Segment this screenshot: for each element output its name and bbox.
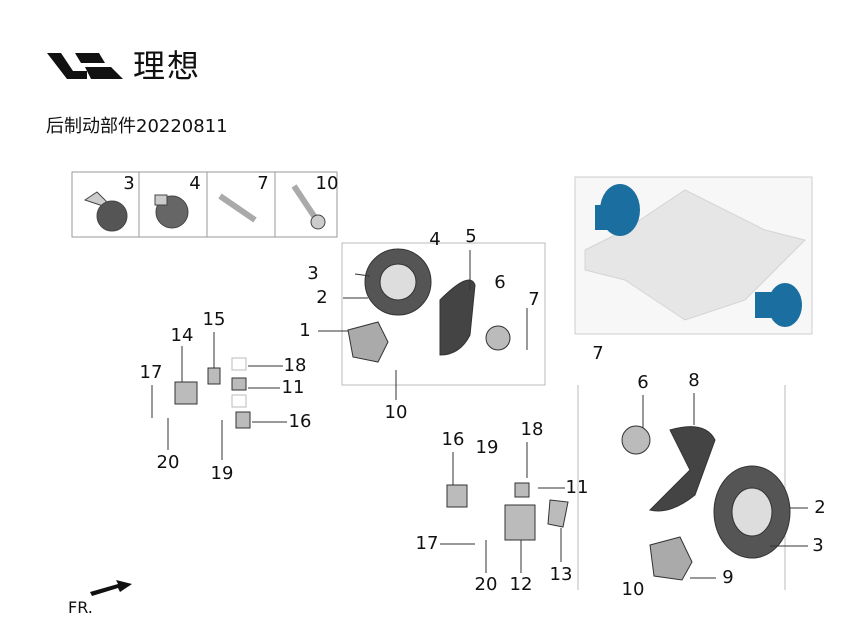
callout-center-16: 16 [441, 429, 465, 450]
callout-right-8: 8 [688, 370, 700, 391]
callout-fastener-10: 10 [315, 173, 339, 194]
left-caliper-parts [151, 332, 287, 460]
callout-left-18: 18 [283, 355, 307, 376]
main-assembly-box [341, 242, 546, 386]
callout-fastener-7: 7 [257, 173, 269, 194]
brand-header: 理想 [47, 50, 201, 82]
callout-main-2: 2 [316, 287, 328, 308]
callout-left-19: 19 [210, 463, 234, 484]
callout-center-17: 17 [415, 533, 439, 554]
callout-right-3: 3 [812, 535, 824, 556]
callout-main-1: 1 [299, 320, 311, 341]
center-caliper-parts [440, 442, 569, 573]
callout-main-10: 10 [384, 402, 408, 423]
callout-fastener-4: 4 [189, 173, 201, 194]
callout-main-4: 4 [429, 229, 441, 250]
callout-left-15: 15 [202, 309, 226, 330]
callout-fastener-3: 3 [123, 173, 135, 194]
callout-left-14: 14 [170, 325, 194, 346]
callout-right-6: 6 [637, 372, 649, 393]
callout-main-5: 5 [465, 226, 477, 247]
callout-photo-7: 7 [592, 343, 604, 364]
callout-center-19: 19 [475, 437, 499, 458]
callout-right-2: 2 [814, 497, 826, 518]
callout-center-12: 12 [509, 574, 533, 595]
callout-left-17: 17 [139, 362, 163, 383]
direction-label: FR. [68, 598, 93, 617]
callout-center-11: 11 [565, 477, 589, 498]
callout-left-20: 20 [156, 452, 180, 473]
callout-center-13: 13 [549, 564, 573, 585]
main-assembly-parts [318, 248, 528, 400]
callout-right-10: 10 [621, 579, 645, 600]
brand-name: 理想 [133, 47, 202, 85]
callout-main-3: 3 [307, 263, 319, 284]
right-assembly-parts [577, 385, 808, 590]
callout-center-20: 20 [474, 574, 498, 595]
fastener-box [71, 171, 338, 238]
callout-center-18: 18 [520, 419, 544, 440]
document-title: 后制动部件20220811 [46, 116, 228, 137]
callout-main-7: 7 [528, 289, 540, 310]
forward-arrow-icon [90, 580, 132, 596]
callout-left-11: 11 [281, 377, 305, 398]
callout-right-9: 9 [722, 567, 734, 588]
callout-left-16: 16 [288, 411, 312, 432]
callout-main-6: 6 [494, 272, 506, 293]
subframe-photo [584, 184, 806, 327]
li-auto-logo-icon [47, 53, 123, 79]
fastener-parts [83, 184, 326, 232]
